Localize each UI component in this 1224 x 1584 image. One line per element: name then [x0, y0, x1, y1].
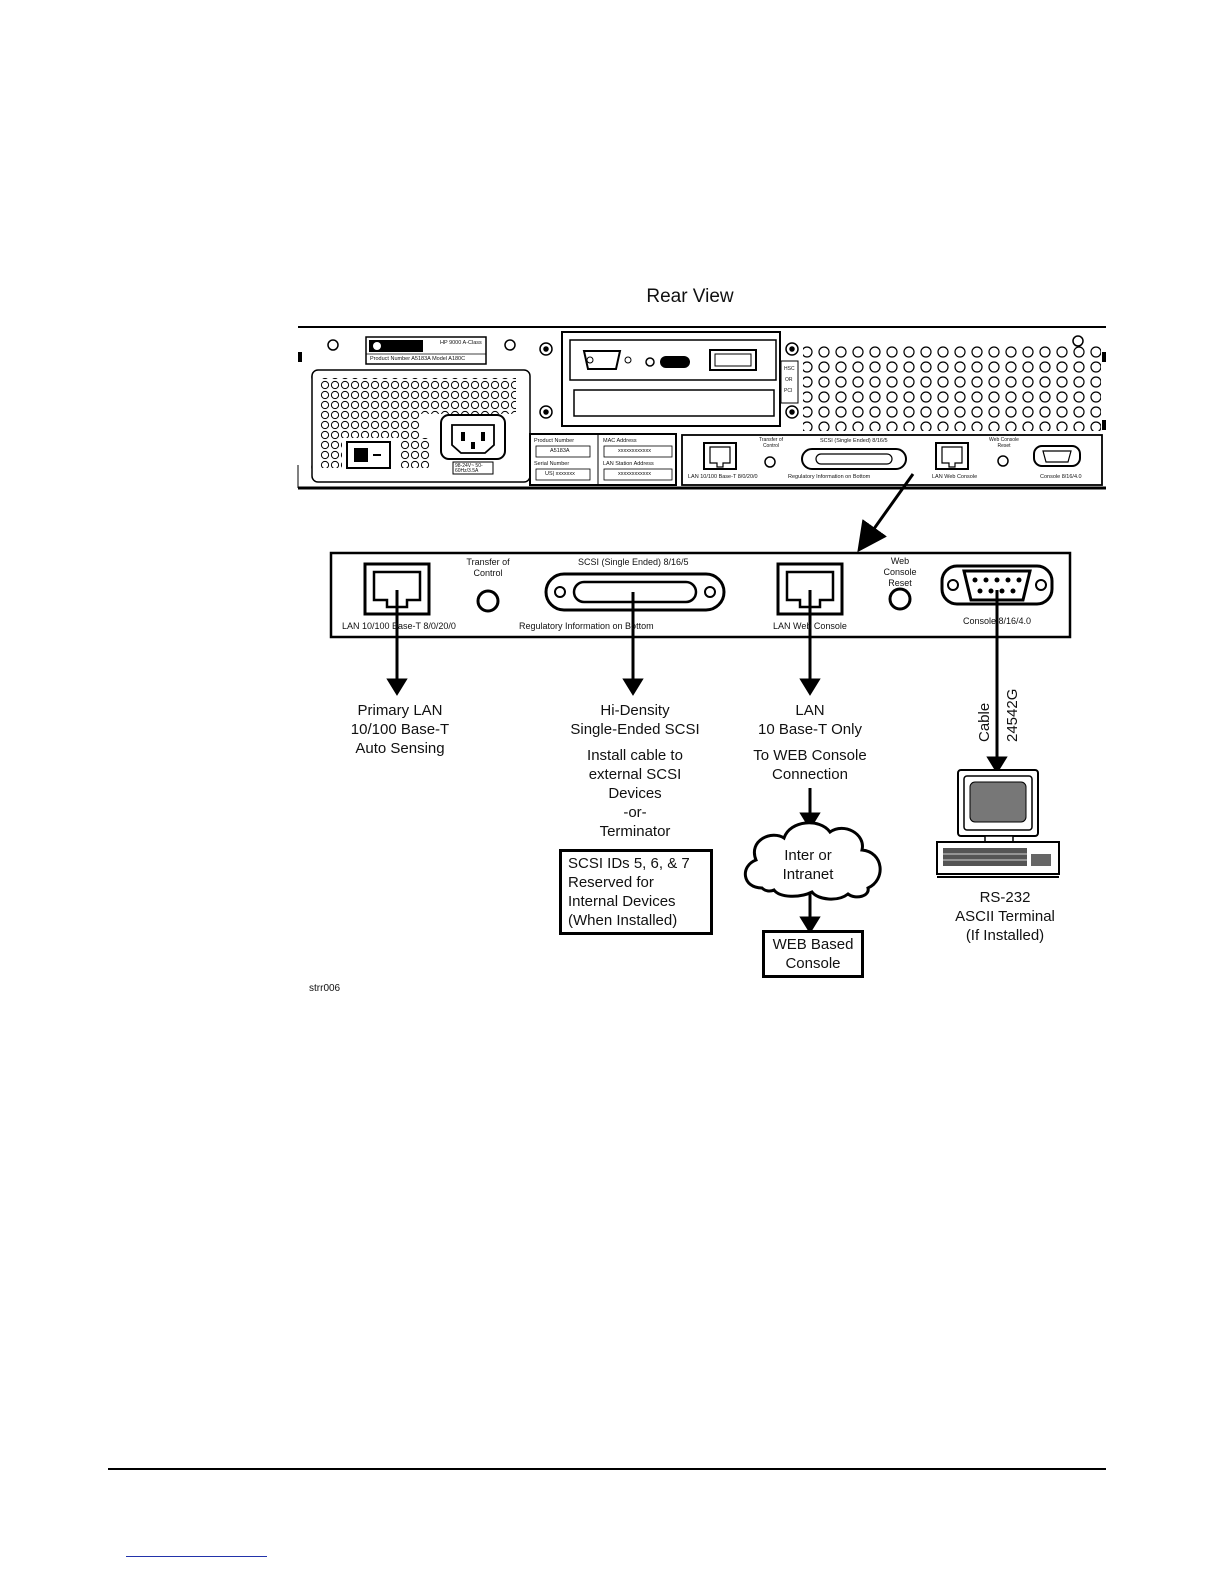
label-lan-station-value: xxxxxxxxxxxx — [618, 471, 651, 477]
power-supply — [311, 369, 531, 483]
io-console-label: Console 8/16/4.0 — [963, 616, 1032, 626]
label-lan-station: LAN Station Address — [603, 461, 654, 467]
footer-link[interactable] — [126, 1556, 267, 1557]
hp-badge — [365, 336, 487, 365]
io-scsi-label: SCSI (Single Ended) 8/16/5 — [578, 557, 689, 567]
terminal-icon — [936, 769, 1060, 878]
scsi-title-callout: Hi-Density Single-Ended SCSI — [570, 702, 700, 738]
label-product-value: A5183A — [550, 448, 570, 454]
callout-arrows — [386, 590, 1008, 934]
terminal-callout: RS-232 ASCII Terminal (If Installed) — [955, 889, 1055, 944]
lan-note-callout: To WEB Console Connection — [753, 747, 867, 783]
scsi-connector-icon — [544, 572, 726, 612]
diagram-title: Rear View — [646, 286, 734, 307]
io-web-reset-label: Web Console Reset — [883, 556, 917, 588]
badge-product: Product Number A5183A Model A180C — [370, 356, 466, 362]
cloud-icon — [744, 821, 882, 901]
badge-brand: HEWLETT PACKARD — [427, 340, 478, 346]
web-console-box: WEB Based Console — [762, 930, 864, 978]
primary-lan-callout: Primary LAN 10/100 Base-T Auto Sensing — [350, 702, 450, 757]
figure-id: strr006 — [309, 983, 341, 994]
io-web-lan-label: LAN Web Console — [773, 621, 847, 631]
pci-slot — [561, 331, 799, 427]
lan-title-callout: LAN 10 Base-T Only — [758, 702, 862, 738]
slot-label-pci: PCI — [784, 388, 793, 394]
toc-button-icon — [476, 589, 500, 613]
mini-webreset-label: Web Console Reset — [989, 437, 1019, 449]
label-mac: MAC Address — [603, 438, 637, 444]
zoom-arrow — [857, 473, 915, 553]
mini-toc-label: Transfer of Control — [759, 437, 783, 449]
mini-lan-label: LAN 10/100 Base-T 8/0/20/0 — [688, 474, 758, 480]
cloud-label: Inter or Intranet — [782, 847, 834, 883]
slot-label-or: OR — [785, 377, 793, 383]
footer-rule — [108, 1468, 1106, 1470]
web-reset-button-icon — [888, 587, 912, 611]
label-serial-number: Serial Number — [534, 461, 570, 467]
scsi-note-callout: Install cable to external SCSI Devices -… — [587, 747, 683, 840]
vent-grille — [803, 343, 1101, 431]
mini-scsi-label: SCSI (Single Ended) 8/16/5 — [820, 438, 888, 444]
io-panel — [329, 551, 1072, 639]
cable-part-label: 24542G — [1004, 688, 1021, 742]
product-labels — [529, 433, 677, 486]
label-mac-value: xxxxxxxxxxxx — [618, 448, 651, 454]
mini-webcon-label: LAN Web Console — [932, 474, 978, 480]
label-product-number: Product Number — [534, 438, 575, 444]
power-rating: 98-24V~ 50-60Hz/3.5A — [455, 463, 483, 474]
mini-io-panel — [681, 434, 1103, 486]
scsi-ids-box: SCSI IDs 5, 6, & 7 Reserved for Internal… — [559, 849, 713, 935]
io-toc-label: Transfer of Control — [466, 557, 510, 578]
badge-model-line: HP 9000 A-Class — [440, 340, 482, 346]
slot-label-hsc: HSC — [784, 366, 795, 372]
io-reg-label: Regulatory Information on Bottom — [519, 621, 654, 631]
label-serial-value: US| xxxxxxx — [545, 471, 575, 477]
chassis-rear — [297, 326, 1106, 490]
mini-console-label: Console 8/16/4.0 — [1040, 474, 1082, 480]
cable-label: Cable — [976, 702, 993, 742]
io-lan-label: LAN 10/100 Base-T 8/0/20/0 — [342, 621, 456, 631]
mini-reg-label: Regulatory Information on Bottom — [788, 474, 871, 480]
